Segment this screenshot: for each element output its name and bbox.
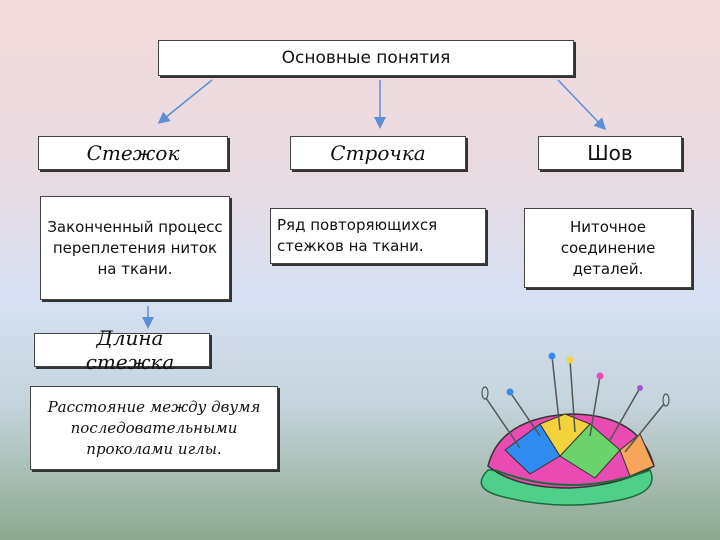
diagram-title: Основные понятия: [158, 40, 574, 76]
concept-shov-heading: Шов: [538, 136, 682, 170]
concept-stezhok-heading: Стежок: [38, 136, 228, 170]
concept-stezhok-description: Законченный процесс переплетения ниток н…: [40, 196, 230, 300]
arrow-to-shov: [557, 79, 607, 131]
concept-strochka-description: Ряд повторяющихся стежков на ткани.: [270, 208, 486, 264]
concept-shov-description: Ниточное соединение деталей.: [524, 208, 692, 288]
arrow-to-stezhok: [157, 79, 213, 124]
pincushion-illustration: [480, 352, 670, 506]
stitch-length-heading: Длина стежка: [34, 326, 210, 374]
stitch-length-description: Расстояние между двумя последовательными…: [30, 386, 278, 470]
concept-strochka-heading: Строчка: [290, 136, 466, 170]
